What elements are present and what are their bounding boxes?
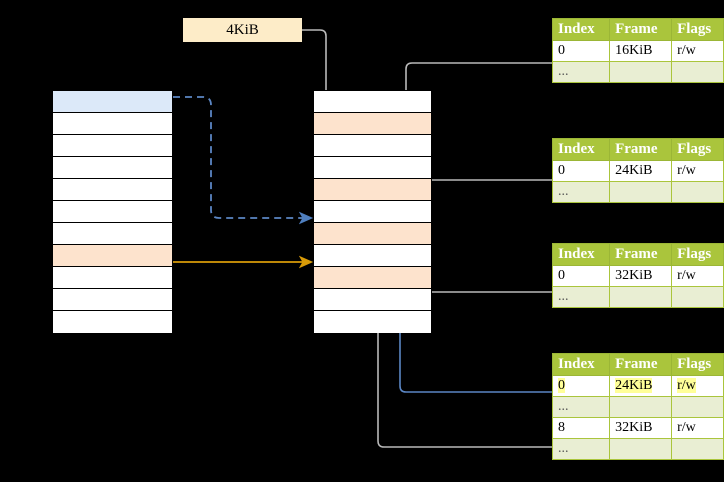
cell-index: 0 xyxy=(551,375,611,397)
highlighted-value: r/w xyxy=(677,378,696,393)
cell-index: ... xyxy=(551,61,611,83)
cell-index: 0 xyxy=(551,160,611,182)
cell-frame: 32KiB xyxy=(609,417,673,439)
physical-frame-row-4 xyxy=(314,179,431,201)
virtual-page-row-0 xyxy=(53,91,172,113)
cell-frame: 32KiB xyxy=(609,265,673,287)
column-header-flags: Flags xyxy=(671,353,724,376)
highlighted-value: 24KiB xyxy=(615,378,653,393)
virtual-page-row-4 xyxy=(53,179,172,201)
physical-frame-row-5 xyxy=(314,201,431,223)
virtual-page-row-10 xyxy=(53,311,172,333)
virtual-page-row-3 xyxy=(53,157,172,179)
virtual-page-row-1 xyxy=(53,113,172,135)
cell-index: 0 xyxy=(551,265,611,287)
column-header-flags: Flags xyxy=(671,243,724,266)
physical-frame-row-7 xyxy=(314,245,431,267)
cell-index: 0 xyxy=(551,40,611,62)
cell-flags xyxy=(671,181,724,203)
virtual-page-row-2 xyxy=(53,135,172,157)
cell-index: ... xyxy=(551,286,611,308)
cell-index: 8 xyxy=(551,417,611,439)
physical-frame-row-1 xyxy=(314,113,431,135)
cell-frame xyxy=(609,396,673,418)
table-row[interactable]: ... xyxy=(551,396,724,418)
cell-flags xyxy=(671,286,724,308)
physical-frame-row-9 xyxy=(314,289,431,311)
column-header-index: Index xyxy=(551,18,611,41)
physical-frame-row-3 xyxy=(314,157,431,179)
column-header-flags: Flags xyxy=(671,18,724,41)
column-header-frame: Frame xyxy=(609,353,673,376)
virtual-page-row-7 xyxy=(53,245,172,267)
cell-frame xyxy=(609,438,673,460)
page-size-label: 4KiB xyxy=(183,18,302,42)
column-header-frame: Frame xyxy=(609,243,673,266)
virtual-page-row-8 xyxy=(53,267,172,289)
cell-index: ... xyxy=(551,396,611,418)
wire-virtual-page-to-frame xyxy=(173,96,314,225)
column-header-index: Index xyxy=(551,353,611,376)
cell-flags: r/w xyxy=(671,417,724,439)
cell-frame: 16KiB xyxy=(609,40,673,62)
physical-frame-row-10 xyxy=(314,311,431,333)
column-header-index: Index xyxy=(551,243,611,266)
virtual-page-row-9 xyxy=(53,289,172,311)
cell-flags xyxy=(671,61,724,83)
table-row[interactable]: ... xyxy=(551,286,724,308)
virtual-address-space-column xyxy=(52,90,173,333)
cell-flags: r/w xyxy=(671,265,724,287)
highlighted-value: 0 xyxy=(558,378,565,393)
physical-memory-column xyxy=(313,90,432,333)
cell-flags xyxy=(671,438,724,460)
cell-frame: 24KiB xyxy=(609,160,673,182)
table-row[interactable]: ... xyxy=(551,438,724,460)
cell-frame xyxy=(609,61,673,83)
physical-frame-row-6 xyxy=(314,223,431,245)
table-row[interactable]: ... xyxy=(551,61,724,83)
virtual-page-row-6 xyxy=(53,223,172,245)
table-row[interactable]: ... xyxy=(551,181,724,203)
cell-flags: r/w xyxy=(671,160,724,182)
column-header-index: Index xyxy=(551,138,611,161)
physical-frame-row-2 xyxy=(314,135,431,157)
cell-frame xyxy=(609,181,673,203)
cell-flags: r/w xyxy=(671,40,724,62)
cell-flags: r/w xyxy=(671,375,724,397)
column-header-flags: Flags xyxy=(671,138,724,161)
cell-index: ... xyxy=(551,438,611,460)
column-header-frame: Frame xyxy=(609,18,673,41)
virtual-page-row-5 xyxy=(53,201,172,223)
cell-frame xyxy=(609,286,673,308)
cell-frame: 24KiB xyxy=(609,375,673,397)
cell-flags xyxy=(671,396,724,418)
table-row[interactable]: 0 24KiB r/w xyxy=(551,375,724,397)
cell-index: ... xyxy=(551,181,611,203)
physical-frame-row-0 xyxy=(314,91,431,113)
column-header-frame: Frame xyxy=(609,138,673,161)
wire-table2-to-frame xyxy=(411,179,552,224)
physical-frame-row-8 xyxy=(314,267,431,289)
